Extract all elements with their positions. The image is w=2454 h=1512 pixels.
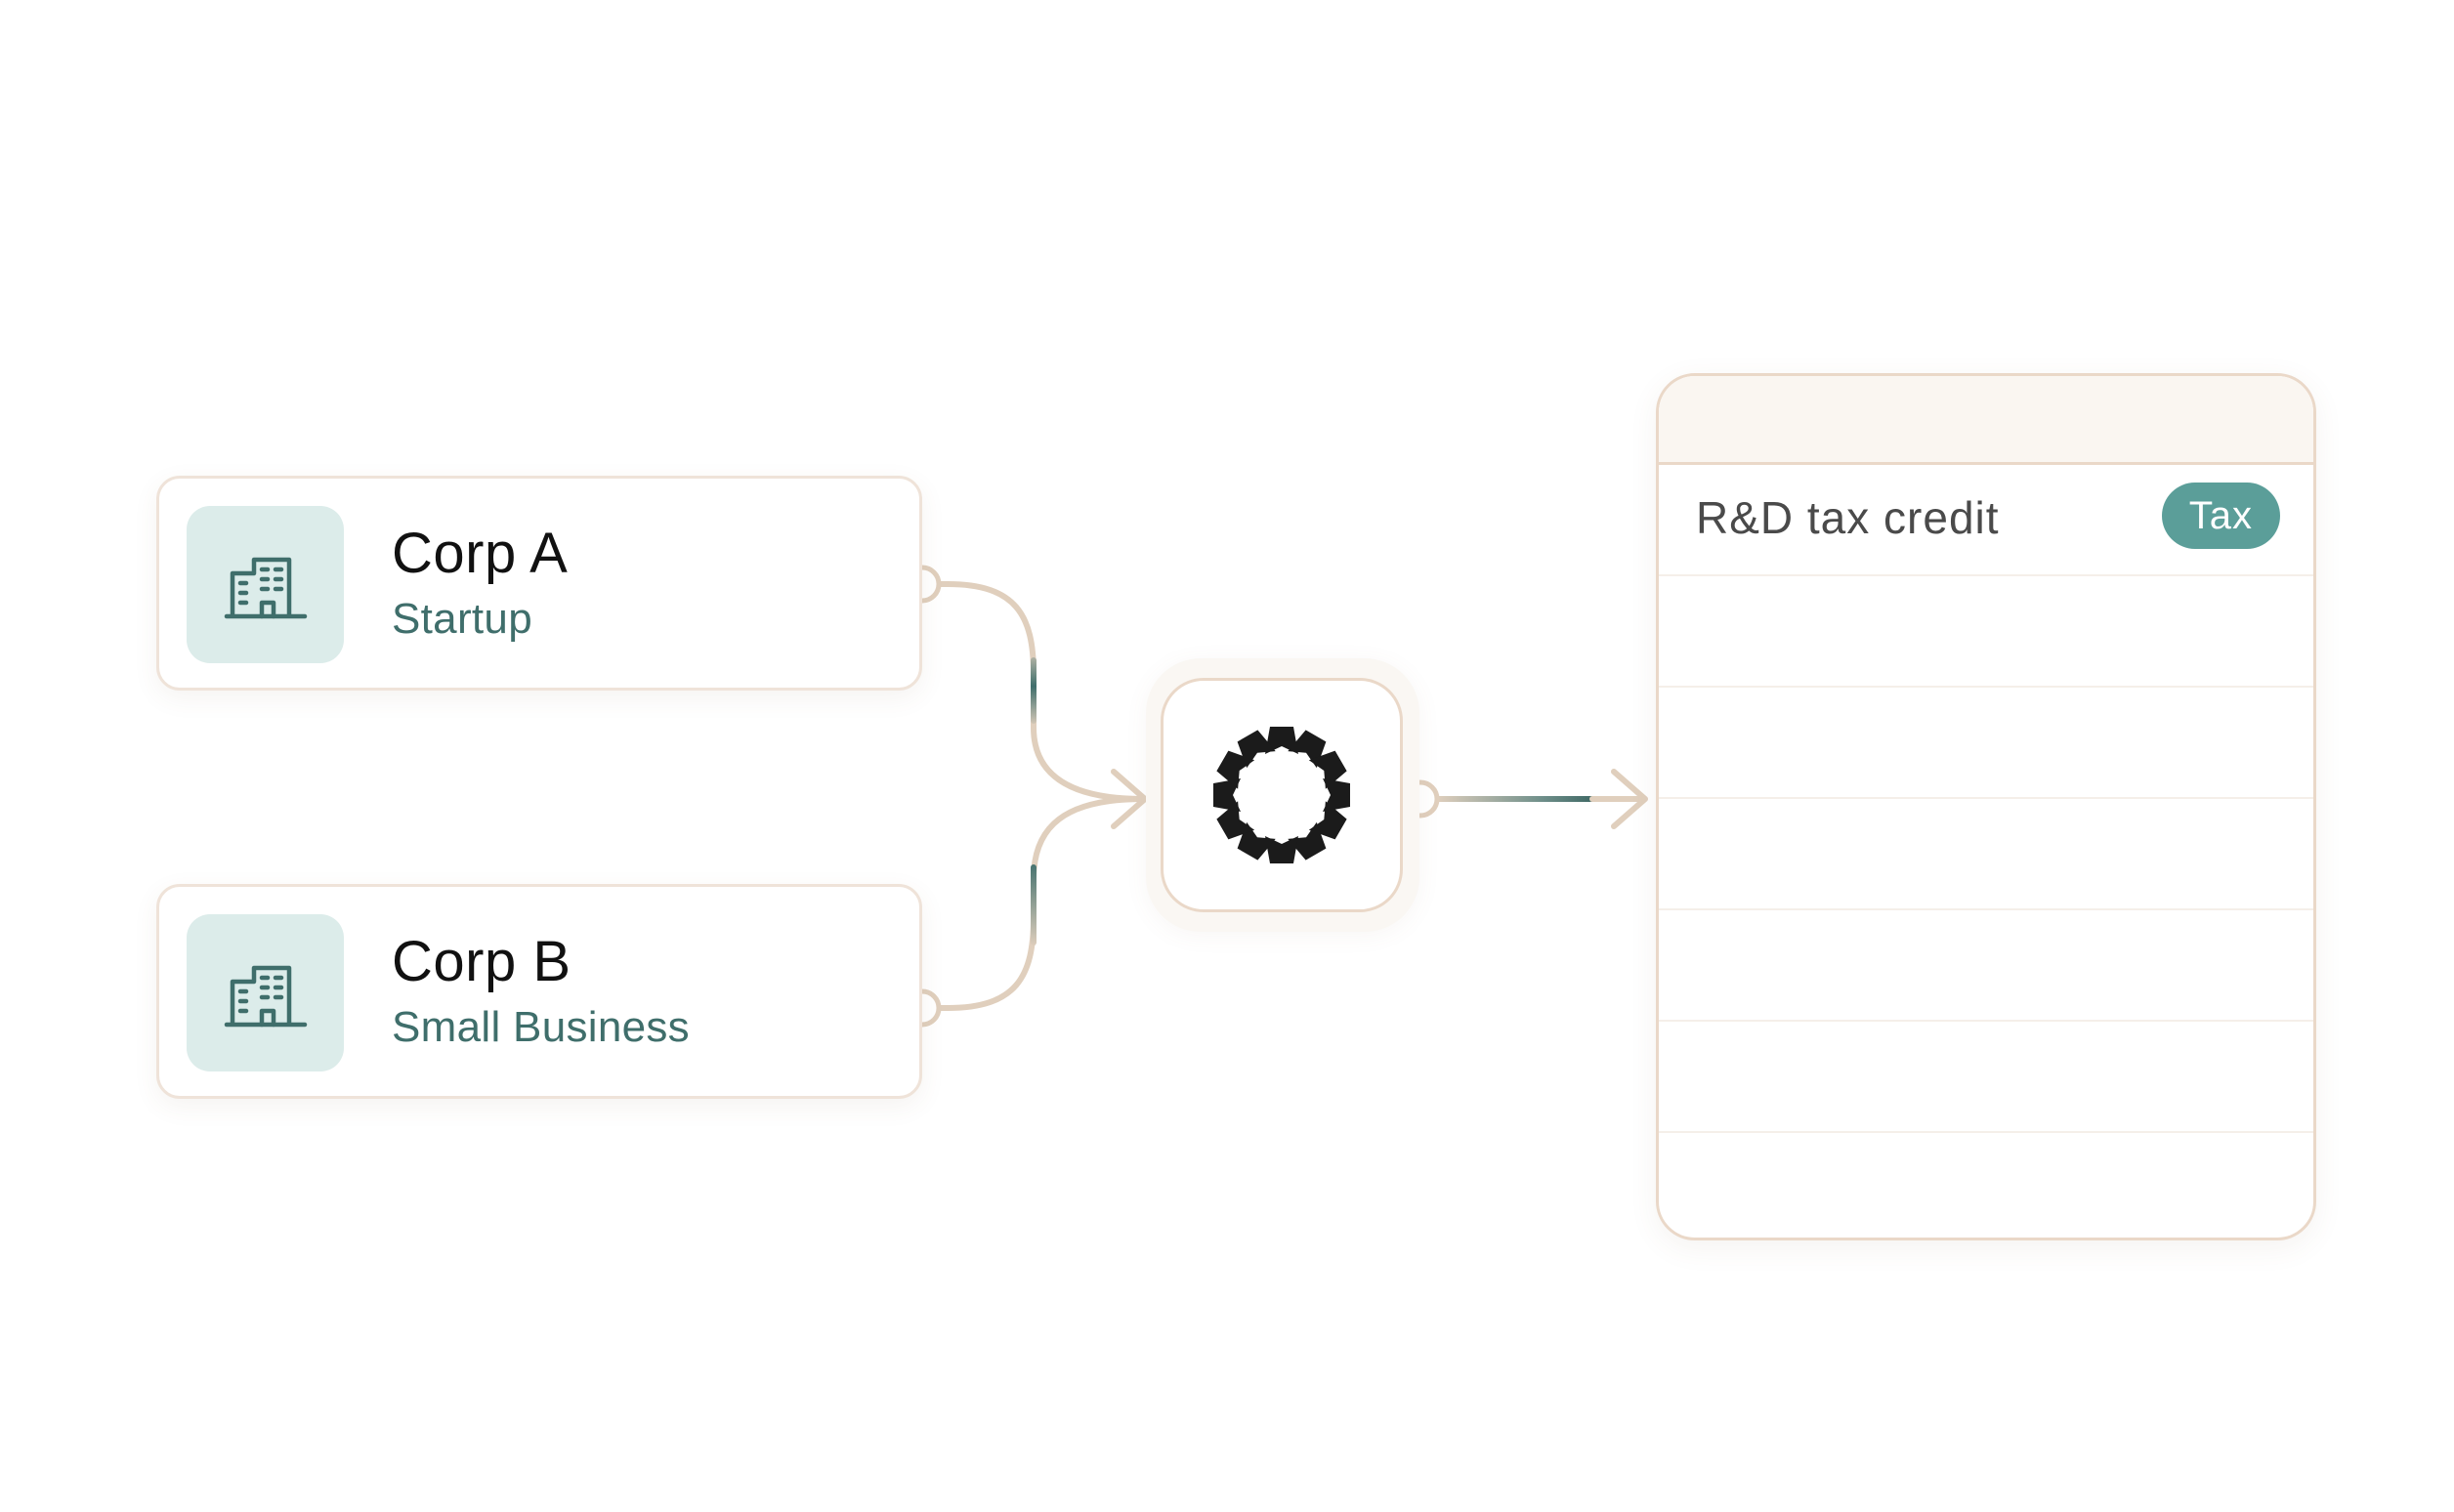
card-text: Corp A Startup bbox=[392, 522, 568, 645]
connector-corp-b bbox=[933, 796, 1146, 1011]
list-item bbox=[1659, 576, 2313, 688]
icon-tile bbox=[187, 506, 344, 663]
logo-petal bbox=[1213, 778, 1241, 812]
row-label: R&D tax credit bbox=[1696, 492, 2000, 543]
logo-petal bbox=[1265, 727, 1298, 754]
arrowhead-into-hub bbox=[1111, 769, 1148, 829]
starburst-logo-icon bbox=[1213, 727, 1350, 863]
list-item bbox=[1659, 688, 2313, 799]
arrowhead-into-output bbox=[1611, 769, 1648, 829]
card-title: Corp B bbox=[392, 930, 571, 993]
logo-petal bbox=[1216, 801, 1255, 840]
card-text: Corp B Small Business bbox=[392, 930, 690, 1053]
list-item bbox=[1659, 1022, 2313, 1133]
list-item bbox=[1659, 1133, 2313, 1238]
building-icon bbox=[224, 557, 307, 618]
source-card-corp-a[interactable]: Corp A Startup bbox=[156, 476, 922, 691]
logo-petal bbox=[1288, 821, 1327, 861]
card-title: Corp A bbox=[392, 522, 569, 585]
card-subtitle: Small Business bbox=[392, 1003, 690, 1051]
output-panel: R&D tax credit Tax bbox=[1656, 373, 2316, 1240]
list-item bbox=[1659, 910, 2313, 1022]
card-subtitle: Startup bbox=[392, 595, 532, 643]
tag-badge: Tax bbox=[2161, 483, 2280, 549]
source-card-corp-b[interactable]: Corp B Small Business bbox=[156, 884, 922, 1099]
list-item bbox=[1659, 799, 2313, 910]
connector-corp-a bbox=[933, 581, 1146, 802]
logo-petal bbox=[1323, 778, 1350, 812]
panel-header bbox=[1659, 376, 2313, 465]
logo-petal bbox=[1308, 750, 1347, 789]
icon-tile bbox=[187, 914, 344, 1071]
list-item[interactable]: R&D tax credit Tax bbox=[1659, 465, 2313, 576]
building-icon bbox=[224, 965, 307, 1027]
hub-node[interactable] bbox=[1161, 678, 1403, 912]
logo-petal bbox=[1265, 836, 1298, 863]
logo-petal bbox=[1237, 730, 1276, 769]
